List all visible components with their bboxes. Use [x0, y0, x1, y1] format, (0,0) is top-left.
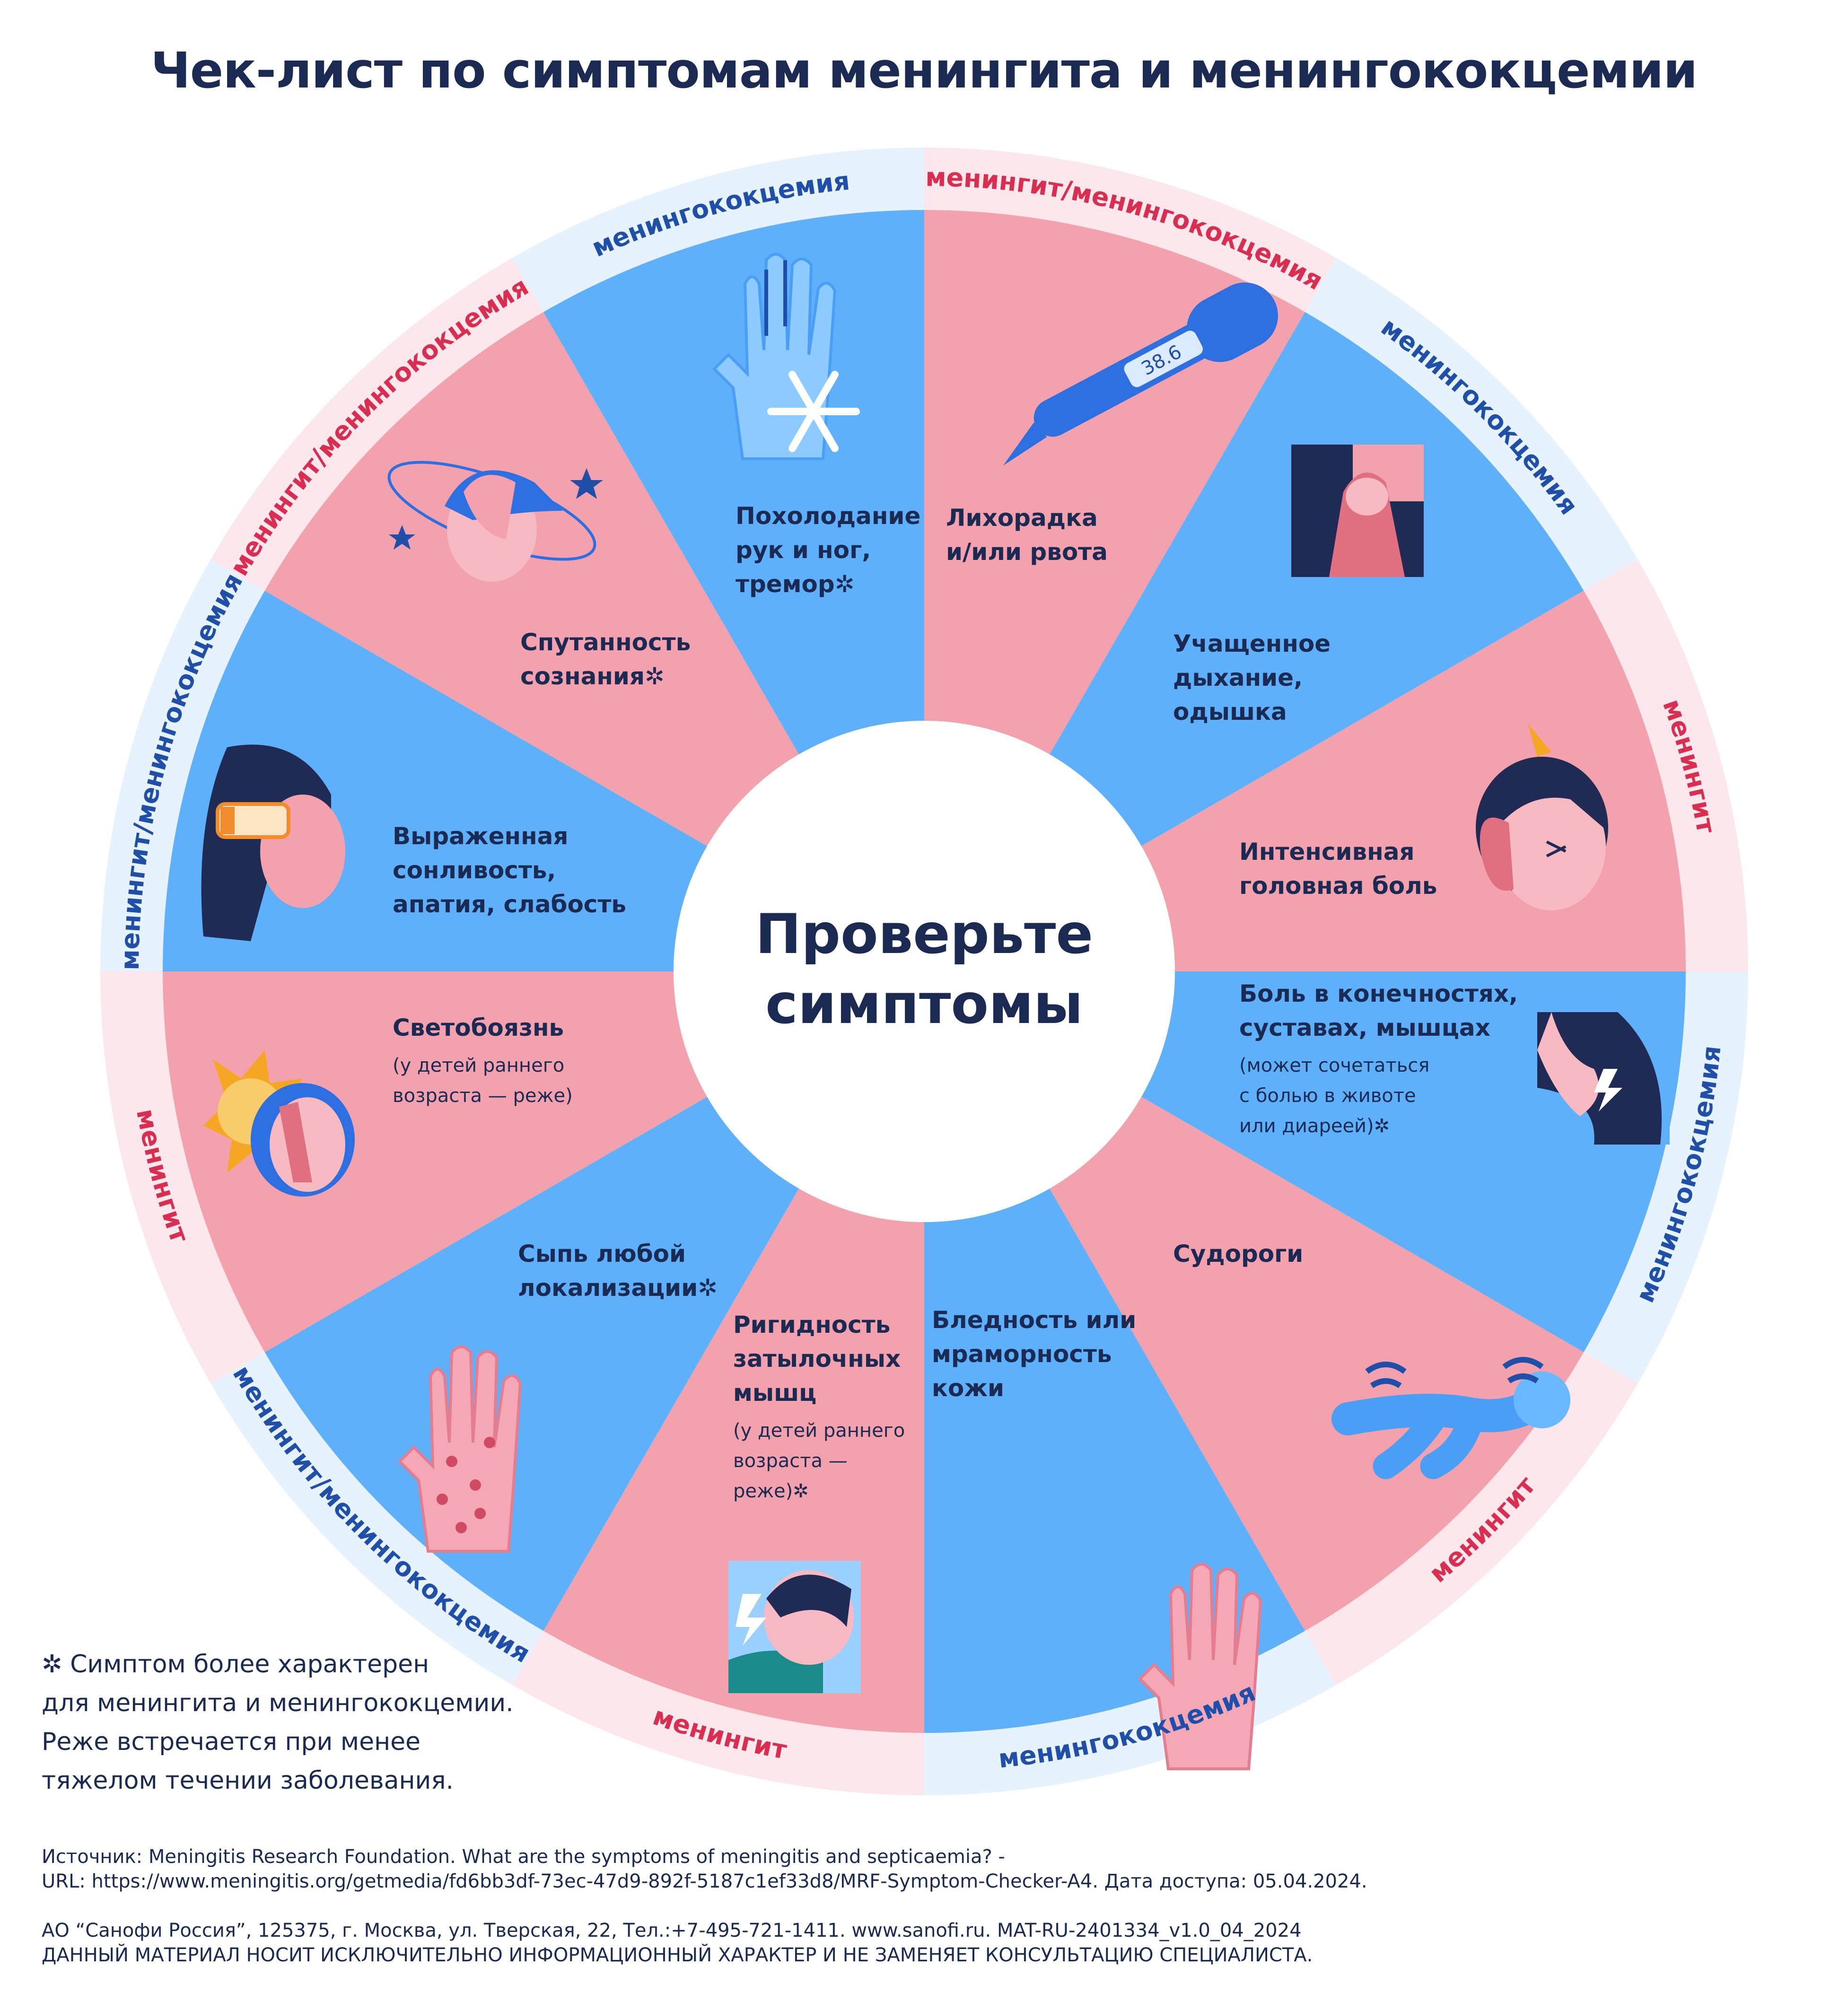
- rash-hand-icon: [397, 1345, 522, 1553]
- symptom-line: тремор✲: [736, 570, 855, 598]
- symptom-line: Ригидность: [733, 1311, 890, 1338]
- symptom-line: сознания✲: [520, 663, 665, 690]
- symptom-note: (у детей раннего: [393, 1055, 564, 1076]
- breathing-icon: [1291, 445, 1424, 577]
- segment-8: [264, 1097, 799, 1631]
- symptom-label: Учащенное дыхание, одышка: [1173, 630, 1331, 726]
- tag-ring-sector: [512, 1631, 924, 1795]
- footnote-line: ✲ Симптом более характерен: [42, 1650, 429, 1679]
- footnote-line: для менингита и менингококцемии.: [42, 1689, 514, 1717]
- sources: Источник: Meningitis Research Foundation…: [42, 1845, 1815, 1967]
- symptom-line: Лихорадка: [946, 504, 1098, 532]
- tag-ring-sector: [1305, 258, 1638, 591]
- tag-ring-sector: [924, 148, 1336, 312]
- symptom-note: (у детей раннего: [733, 1420, 905, 1442]
- symptom-label: Судороги: [1173, 1240, 1303, 1268]
- symptom-line: Судороги: [1173, 1240, 1303, 1268]
- symptom-line: одышка: [1173, 698, 1287, 726]
- symptom-label: Спутанность сознания✲: [520, 629, 691, 690]
- symptom-note: или диареей)✲: [1239, 1115, 1390, 1137]
- tag-ring-sector: [100, 971, 265, 1383]
- symptom-line: Спутанность: [520, 629, 691, 656]
- symptom-note: (может сочетаться: [1239, 1055, 1429, 1076]
- seizure-icon: [1331, 1357, 1570, 1479]
- drowsiness-icon: [201, 744, 345, 941]
- symptom-label: Интенсивная головная боль: [1239, 838, 1437, 900]
- segment-11: [264, 312, 799, 846]
- symptom-label: Ригидность затылочных мышц (у детей раннего…: [733, 1311, 905, 1502]
- symptom-note: реже)✲: [733, 1480, 809, 1502]
- cold-hand-icon: [712, 253, 860, 460]
- page-title: Чек-лист по симптомам менингита и менинг…: [150, 42, 1698, 99]
- symptom-note: возраста —: [733, 1450, 848, 1472]
- symptom-line: мышц: [733, 1379, 816, 1407]
- symptom-line: Светобоязнь: [393, 1014, 564, 1041]
- symptom-line: Боль в конечностях,: [1239, 980, 1518, 1007]
- tag-ring-sector: [210, 258, 543, 591]
- symptom-line: мраморность: [932, 1340, 1112, 1368]
- symptom-line: Учащенное: [1173, 630, 1331, 657]
- tag-ring-sector: [512, 148, 924, 312]
- footnote: ✲ Симптом более характерен для менингита…: [42, 1645, 515, 1800]
- icon-layer: 38.6: [201, 253, 1670, 1770]
- footnote-line: тяжелом течении заболевания.: [42, 1766, 454, 1795]
- symptom-line: затылочных: [733, 1345, 901, 1373]
- disclaimer: ДАННЫЙ МАТЕРИАЛ НОСИТ ИСКЛЮЧИТЕЛЬНО ИНФО…: [42, 1944, 1313, 1966]
- tag-ring-sector: [1584, 560, 1748, 971]
- symptom-label: Выраженная сонливость, апатия, слабость: [393, 822, 626, 918]
- segment-9: [163, 971, 708, 1352]
- symptom-line: дыхание,: [1173, 664, 1303, 691]
- stiff-neck-icon: [728, 1561, 861, 1693]
- symptom-note: с болью в животе: [1239, 1085, 1416, 1107]
- center-title-line1: Проверьте: [755, 902, 1093, 966]
- segment-2: [1050, 312, 1584, 846]
- source-url: URL: https://www.meningitis.org/getmedia…: [42, 1871, 1367, 1892]
- symptom-line: апатия, слабость: [393, 891, 626, 918]
- symptom-line: сонливость,: [393, 857, 556, 884]
- source-line: Источник: Meningitis Research Foundation…: [42, 1846, 1005, 1868]
- tag-ring-sector: [1584, 971, 1748, 1383]
- symptom-line: головная боль: [1239, 872, 1437, 900]
- symptom-line: и/или рвота: [946, 538, 1108, 566]
- segment-5: [1050, 1097, 1584, 1631]
- segment-layer: [163, 210, 1686, 1733]
- symptom-label: Светобоязнь (у детей раннего возраста — ре…: [393, 1014, 573, 1107]
- footnote-line: Реже встречается при менее: [42, 1728, 421, 1756]
- symptom-label: Боль в конечностях, суставах, мышцах (може…: [1239, 980, 1518, 1137]
- symptom-line: Сыпь любой: [518, 1240, 686, 1268]
- symptom-line: рук и ног,: [736, 536, 871, 564]
- symptom-label: Похолодание рук и ног, тремор✲: [736, 502, 920, 598]
- symptom-line: Интенсивная: [1239, 838, 1415, 865]
- symptom-line: Выраженная: [393, 822, 568, 850]
- symptom-line: кожи: [932, 1374, 1004, 1402]
- company-info: АО “Санофи Россия”, 125375, г. Москва, у…: [42, 1920, 1302, 1941]
- headache-icon: [1476, 724, 1608, 910]
- pale-hand-icon: [1138, 1563, 1262, 1770]
- symptom-line: Бледность или: [932, 1306, 1136, 1334]
- symptom-label: Бледность или мраморность кожи: [932, 1306, 1136, 1402]
- symptom-line: суставах, мышцах: [1239, 1014, 1490, 1041]
- symptom-note: возраста — реже): [393, 1085, 573, 1107]
- symptom-label: Лихорадка и/или рвота: [946, 504, 1108, 566]
- symptom-label: Сыпь любой локализации✲: [518, 1240, 718, 1302]
- tag-ring-sector: [210, 1352, 543, 1685]
- symptom-line: Похолодание: [736, 502, 920, 530]
- tag-ring: [100, 148, 1748, 1795]
- symptom-line: локализации✲: [518, 1274, 718, 1302]
- thermometer-icon: 38.6: [1003, 282, 1278, 466]
- center-circle: [674, 721, 1175, 1222]
- confusion-icon: [387, 461, 603, 582]
- tag-ring-sector: [100, 560, 265, 971]
- center-title-line2: симптомы: [765, 972, 1083, 1036]
- photophobia-icon: [203, 1050, 355, 1197]
- tag-ring-sector: [1305, 1352, 1638, 1685]
- joint-pain-icon: [1537, 1012, 1670, 1145]
